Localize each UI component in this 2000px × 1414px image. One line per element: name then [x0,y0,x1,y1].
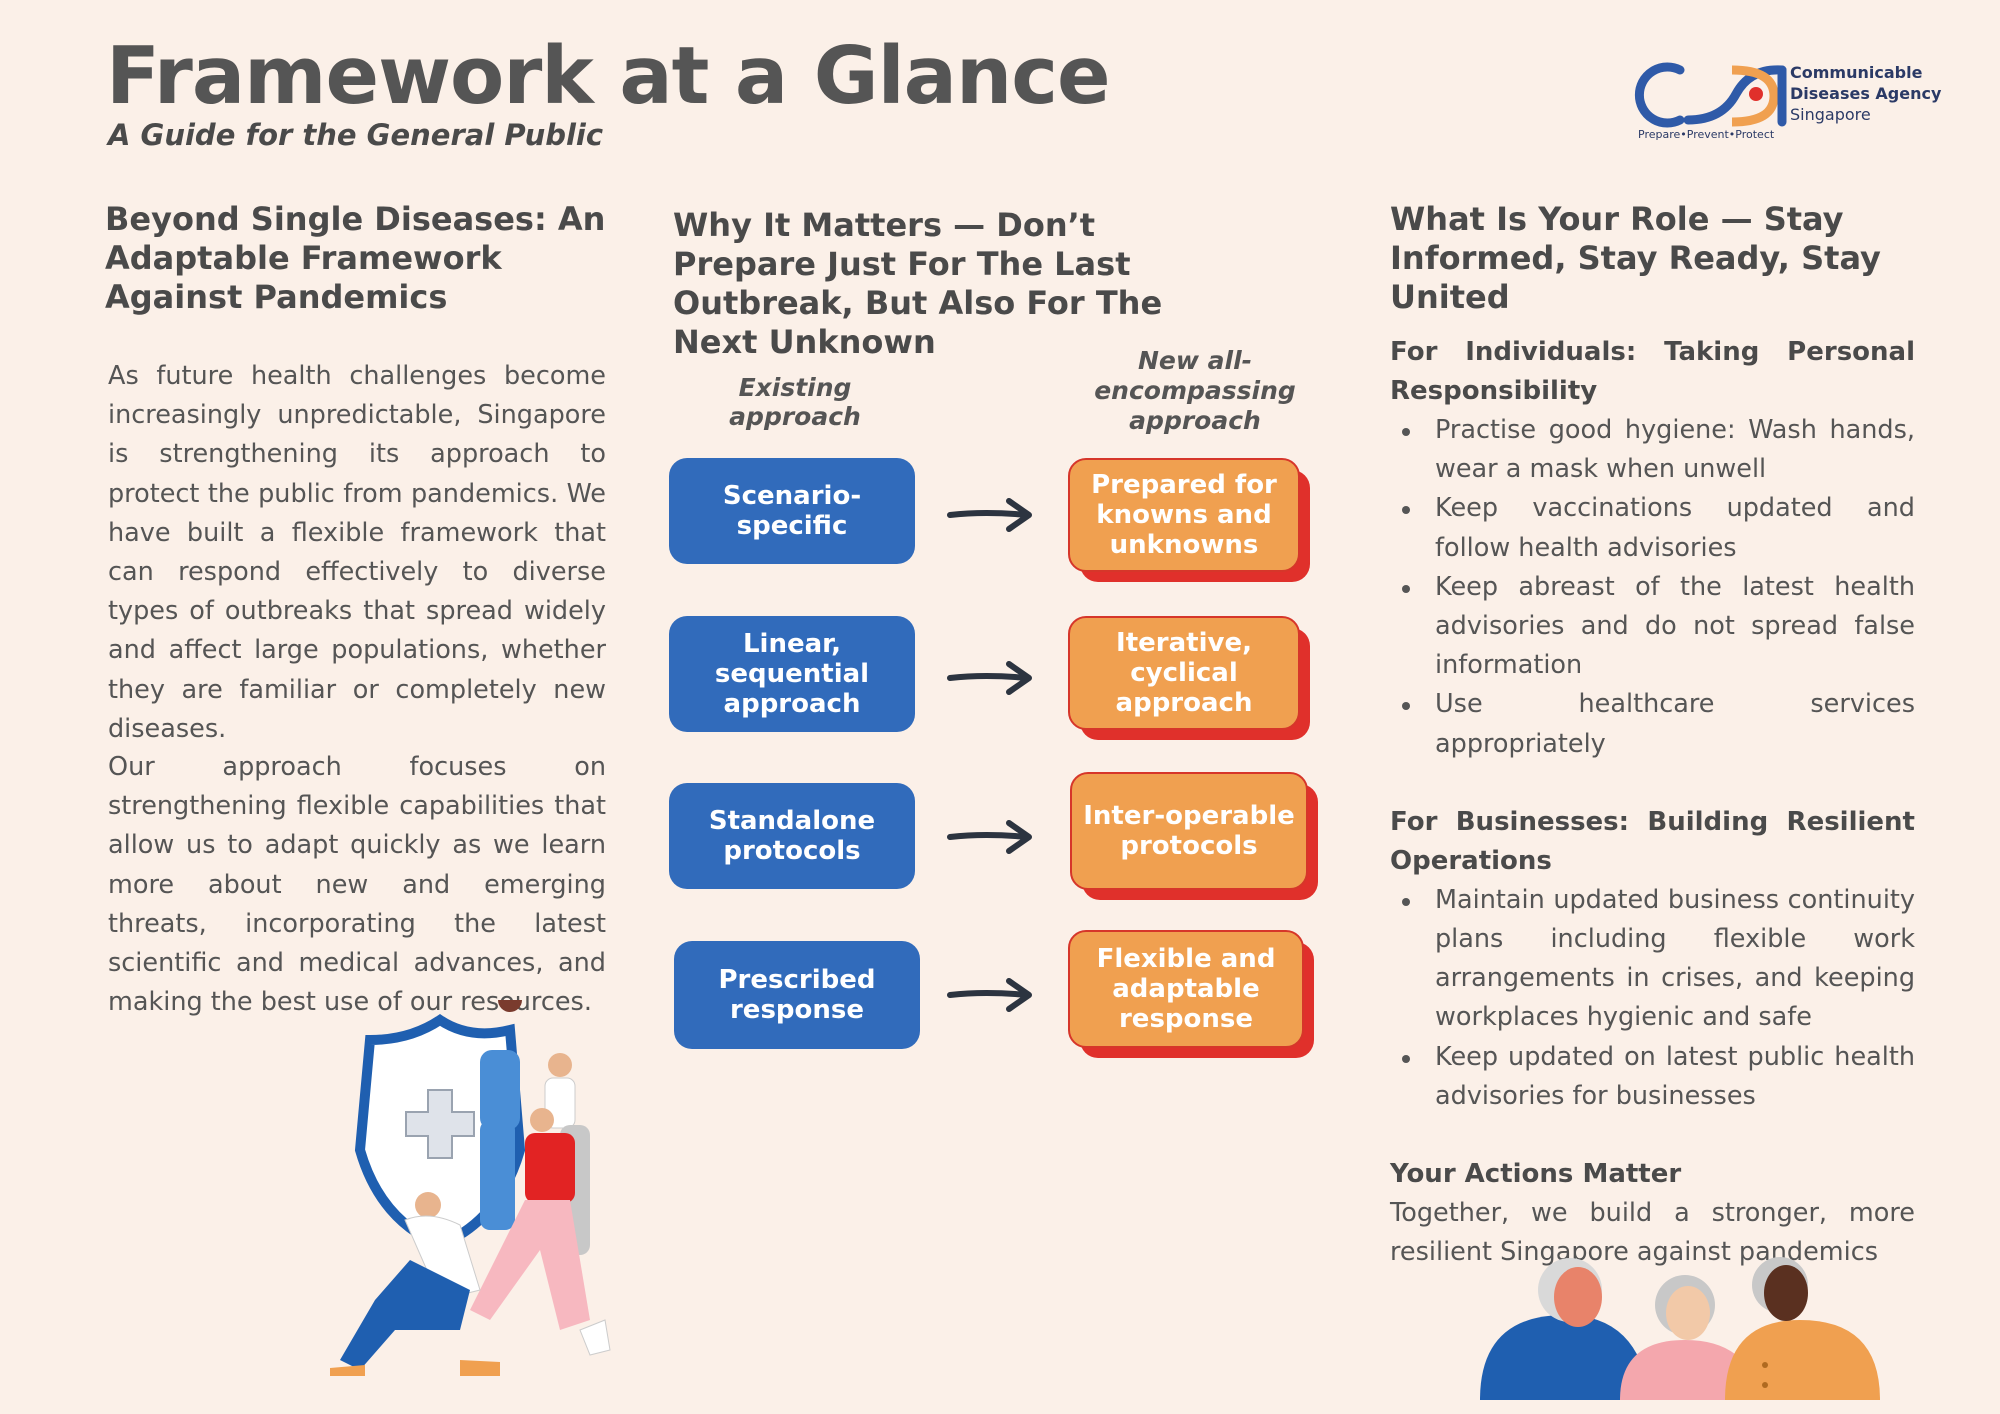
new-box-4: Flexible and adaptable response [1068,930,1304,1048]
list-item-text: Keep updated on latest public health adv… [1435,1041,1915,1111]
arrow-right-icon [947,661,1032,695]
cda-logo-icon [1634,62,1787,128]
col1-heading: Beyond Single Diseases: An Adaptable Fra… [105,200,606,316]
list-item: Keep abreast of the latest health adviso… [1390,568,1915,686]
list-item-text: Practise good hygiene: Wash hands, wear … [1435,415,1915,485]
list-item-text: Use healthcare services appropriately [1435,689,1915,759]
existing-approach-label: Existing approach [729,373,861,431]
new-box-3: Inter-operable protocols [1070,772,1308,890]
new-approach-label: New all-encompassing approach [1094,346,1296,435]
arrow-right-icon [947,498,1032,532]
col3-content: For Individuals: Taking Personal Respons… [1390,333,1915,1272]
logo-org-line3: Singapore [1790,105,1871,124]
individuals-heading: For Individuals: Taking Personal Respons… [1390,337,1915,406]
existing-box-3: Standalone protocols [669,783,915,889]
logo-org-line2: Diseases Agency [1790,84,1942,103]
logo-org-name: Communicable Diseases Agency Singapore [1790,62,1941,125]
arrow-right-icon [947,978,1032,1012]
existing-box-1: Scenario-specific [669,458,915,564]
actions-text: Together, we build a stronger, more resi… [1390,1198,1915,1268]
existing-box-4: Prescribed response [674,941,920,1049]
existing-box-2: Linear, sequential approach [669,616,915,732]
list-item-text: Maintain updated business continuity pla… [1435,884,1915,1033]
page-title: Framework at a Glance [106,30,1111,122]
businesses-list: Maintain updated business continuity pla… [1390,881,1915,1116]
col3-heading: What Is Your Role — Stay Informed, Stay … [1390,200,1881,316]
logo-org-line1: Communicable [1790,63,1923,82]
new-box-2: Iterative, cyclical approach [1068,616,1300,730]
community-people-illustration [1480,1257,1880,1400]
col1-paragraph-2: Our approach focuses on strengthening fl… [108,752,606,1018]
businesses-heading: For Businesses: Building Resilient Opera… [1390,806,1915,876]
col1-paragraph-1: As future health challenges become incre… [108,361,606,744]
individuals-list: Practise good hygiene: Wash hands, wear … [1390,411,1915,764]
logo-tagline: Prepare•Prevent•Protect [1638,128,1775,141]
list-item-text: Keep abreast of the latest health adviso… [1435,571,1915,681]
new-box-1: Prepared for knowns and unknowns [1068,458,1300,572]
list-item: Practise good hygiene: Wash hands, wear … [1390,411,1915,489]
list-item: Keep updated on latest public health adv… [1390,1038,1915,1116]
page-subtitle: A Guide for the General Public [108,118,604,152]
list-item: Use healthcare services appropriately [1390,685,1915,763]
healthcare-workers-shield-illustration [330,1000,611,1376]
list-item: Keep vaccinations updated and follow hea… [1390,489,1915,567]
list-item-text: Keep vaccinations updated and follow hea… [1435,493,1915,563]
actions-heading: Your Actions Matter [1390,1159,1682,1190]
list-item: Maintain updated business continuity pla… [1390,881,1915,1038]
arrow-right-icon [947,820,1032,854]
col2-heading: Why It Matters — Don’t Prepare Just For … [673,206,1163,361]
